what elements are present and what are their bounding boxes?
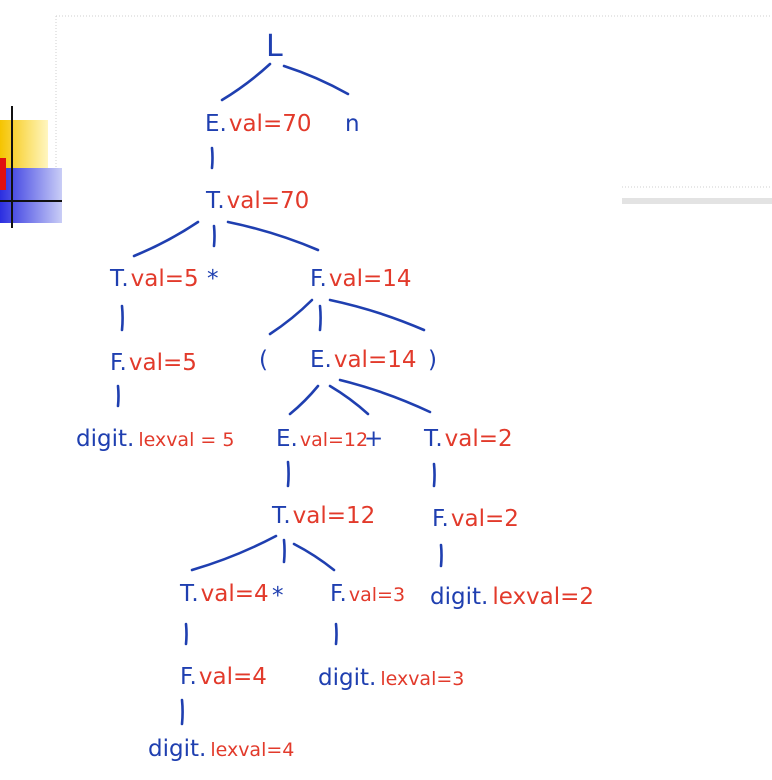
node-f-attribute: val=2 (451, 506, 519, 532)
node-left-paren: ( (259, 347, 268, 373)
node-right-paren: ) (428, 347, 437, 373)
node-f-attribute: val=3 (349, 584, 405, 606)
node-n: n (345, 111, 360, 137)
node-digit-lexval-2: digit.lexval=2 (430, 584, 594, 610)
node-e-attribute: val=12 (300, 429, 368, 451)
node-digit-symbol: digit. (148, 736, 206, 762)
node-t-attribute: val=70 (227, 188, 310, 214)
node-f-symbol: F. (432, 506, 449, 532)
node-t-symbol: T. (109, 266, 129, 292)
node-e-symbol: E. (276, 426, 298, 452)
edge-f14-to-e14 (318, 304, 322, 332)
node-f-attribute: val=5 (129, 350, 197, 376)
edge-t70-to-f14 (226, 220, 320, 252)
node-digit-symbol: digit. (76, 426, 134, 452)
edge-l-to-e (220, 62, 272, 102)
node-digit-attribute: lexval = 5 (138, 429, 234, 451)
node-t-val-12: T.val=12 (271, 503, 375, 529)
edge-t70-to-t5 (132, 220, 200, 258)
node-f-val-4: F.val=4 (180, 664, 267, 690)
logo-yellow-block (0, 120, 48, 172)
node-t-attribute: val=2 (445, 426, 513, 452)
edge-t5-to-f5 (120, 304, 124, 332)
node-digit-attribute: lexval=3 (380, 668, 464, 690)
node-digit-lexval-4: digit.lexval=4 (148, 736, 294, 762)
node-right-paren-symbol: ) (428, 347, 437, 373)
node-t-val-70: T.val=70 (205, 188, 309, 214)
node-t-symbol: T. (423, 426, 443, 452)
node-t-attribute: val=4 (201, 581, 269, 607)
tree-nodes: L E.val=70 n T.val=70 T.val=5 * F.val=14… (76, 29, 594, 762)
slide-logo (0, 106, 62, 228)
logo-blue-block (0, 168, 62, 223)
node-e-val-14: E.val=14 (310, 347, 416, 373)
node-t-val-2: T.val=2 (423, 426, 513, 452)
node-star-2: * (272, 583, 284, 609)
node-digit-attribute: lexval=2 (492, 584, 594, 610)
edge-e14-to-e12 (288, 384, 320, 416)
node-t-val-5: T.val=5 (109, 266, 199, 292)
node-plus: + (364, 426, 383, 452)
edge-f4-to-digit4 (180, 698, 184, 726)
node-star-1: * (207, 266, 219, 292)
node-star-symbol: * (272, 583, 284, 609)
edge-f3-to-digit3 (334, 622, 338, 646)
edge-e-to-t (210, 146, 214, 170)
edge-f2-to-digit2 (439, 543, 443, 568)
edge-f14-to-rparen (328, 298, 426, 332)
node-f-symbol: F. (310, 266, 327, 292)
node-e-attribute: val=70 (229, 111, 312, 137)
node-left-paren-symbol: ( (259, 347, 268, 373)
node-t-attribute: val=12 (293, 503, 376, 529)
node-t-symbol: T. (205, 188, 225, 214)
node-f-attribute: val=4 (199, 664, 267, 690)
node-t-attribute: val=5 (131, 266, 199, 292)
edge-f14-to-lparen (268, 298, 314, 336)
node-digit-symbol: digit. (318, 665, 376, 691)
node-digit-lexval-5: digit.lexval = 5 (76, 426, 234, 452)
slide-frame (55, 15, 772, 205)
node-digit-symbol: digit. (430, 584, 488, 610)
edge-e14-to-t2 (338, 378, 432, 414)
edge-e14-to-plus (328, 384, 370, 416)
node-f-symbol: F. (180, 664, 197, 690)
edge-t12-to-f3 (292, 542, 336, 572)
node-plus-symbol: + (364, 426, 383, 452)
node-t-symbol: T. (179, 581, 199, 607)
node-f-val-2: F.val=2 (432, 506, 519, 532)
edge-t12-to-star (282, 538, 286, 564)
node-n-symbol: n (345, 111, 360, 137)
edge-t2-to-f2 (432, 462, 436, 488)
edge-t4-to-f4 (184, 622, 188, 646)
node-e-symbol: E. (205, 111, 227, 137)
tree-edges (116, 62, 443, 726)
edge-f5-to-digit5 (116, 384, 120, 408)
node-f-symbol: F. (110, 350, 127, 376)
node-star-symbol: * (207, 266, 219, 292)
edge-e12-to-t12 (286, 460, 290, 488)
node-e-val-70: E.val=70 (205, 111, 311, 137)
node-e-symbol: E. (310, 347, 332, 373)
node-digit-attribute: lexval=4 (210, 739, 294, 761)
node-e-val-12: E.val=12 (276, 426, 368, 452)
edge-l-to-n (282, 64, 350, 96)
node-t-val-4: T.val=4 (179, 581, 269, 607)
node-digit-lexval-3: digit.lexval=3 (318, 665, 464, 691)
node-l-symbol: L (266, 29, 283, 64)
node-t-symbol: T. (271, 503, 291, 529)
node-l: L (266, 29, 283, 64)
frame-shadow-bar (622, 198, 772, 204)
node-f-attribute: val=14 (329, 266, 412, 292)
node-f-val-14: F.val=14 (310, 266, 412, 292)
edge-t12-to-t4 (190, 534, 278, 572)
node-e-attribute: val=14 (334, 347, 417, 373)
edge-t70-to-star (212, 224, 216, 248)
node-f-symbol: F. (330, 581, 347, 607)
node-f-val-5: F.val=5 (110, 350, 197, 376)
node-f-val-3: F.val=3 (330, 581, 405, 607)
logo-red-mark (0, 158, 6, 190)
